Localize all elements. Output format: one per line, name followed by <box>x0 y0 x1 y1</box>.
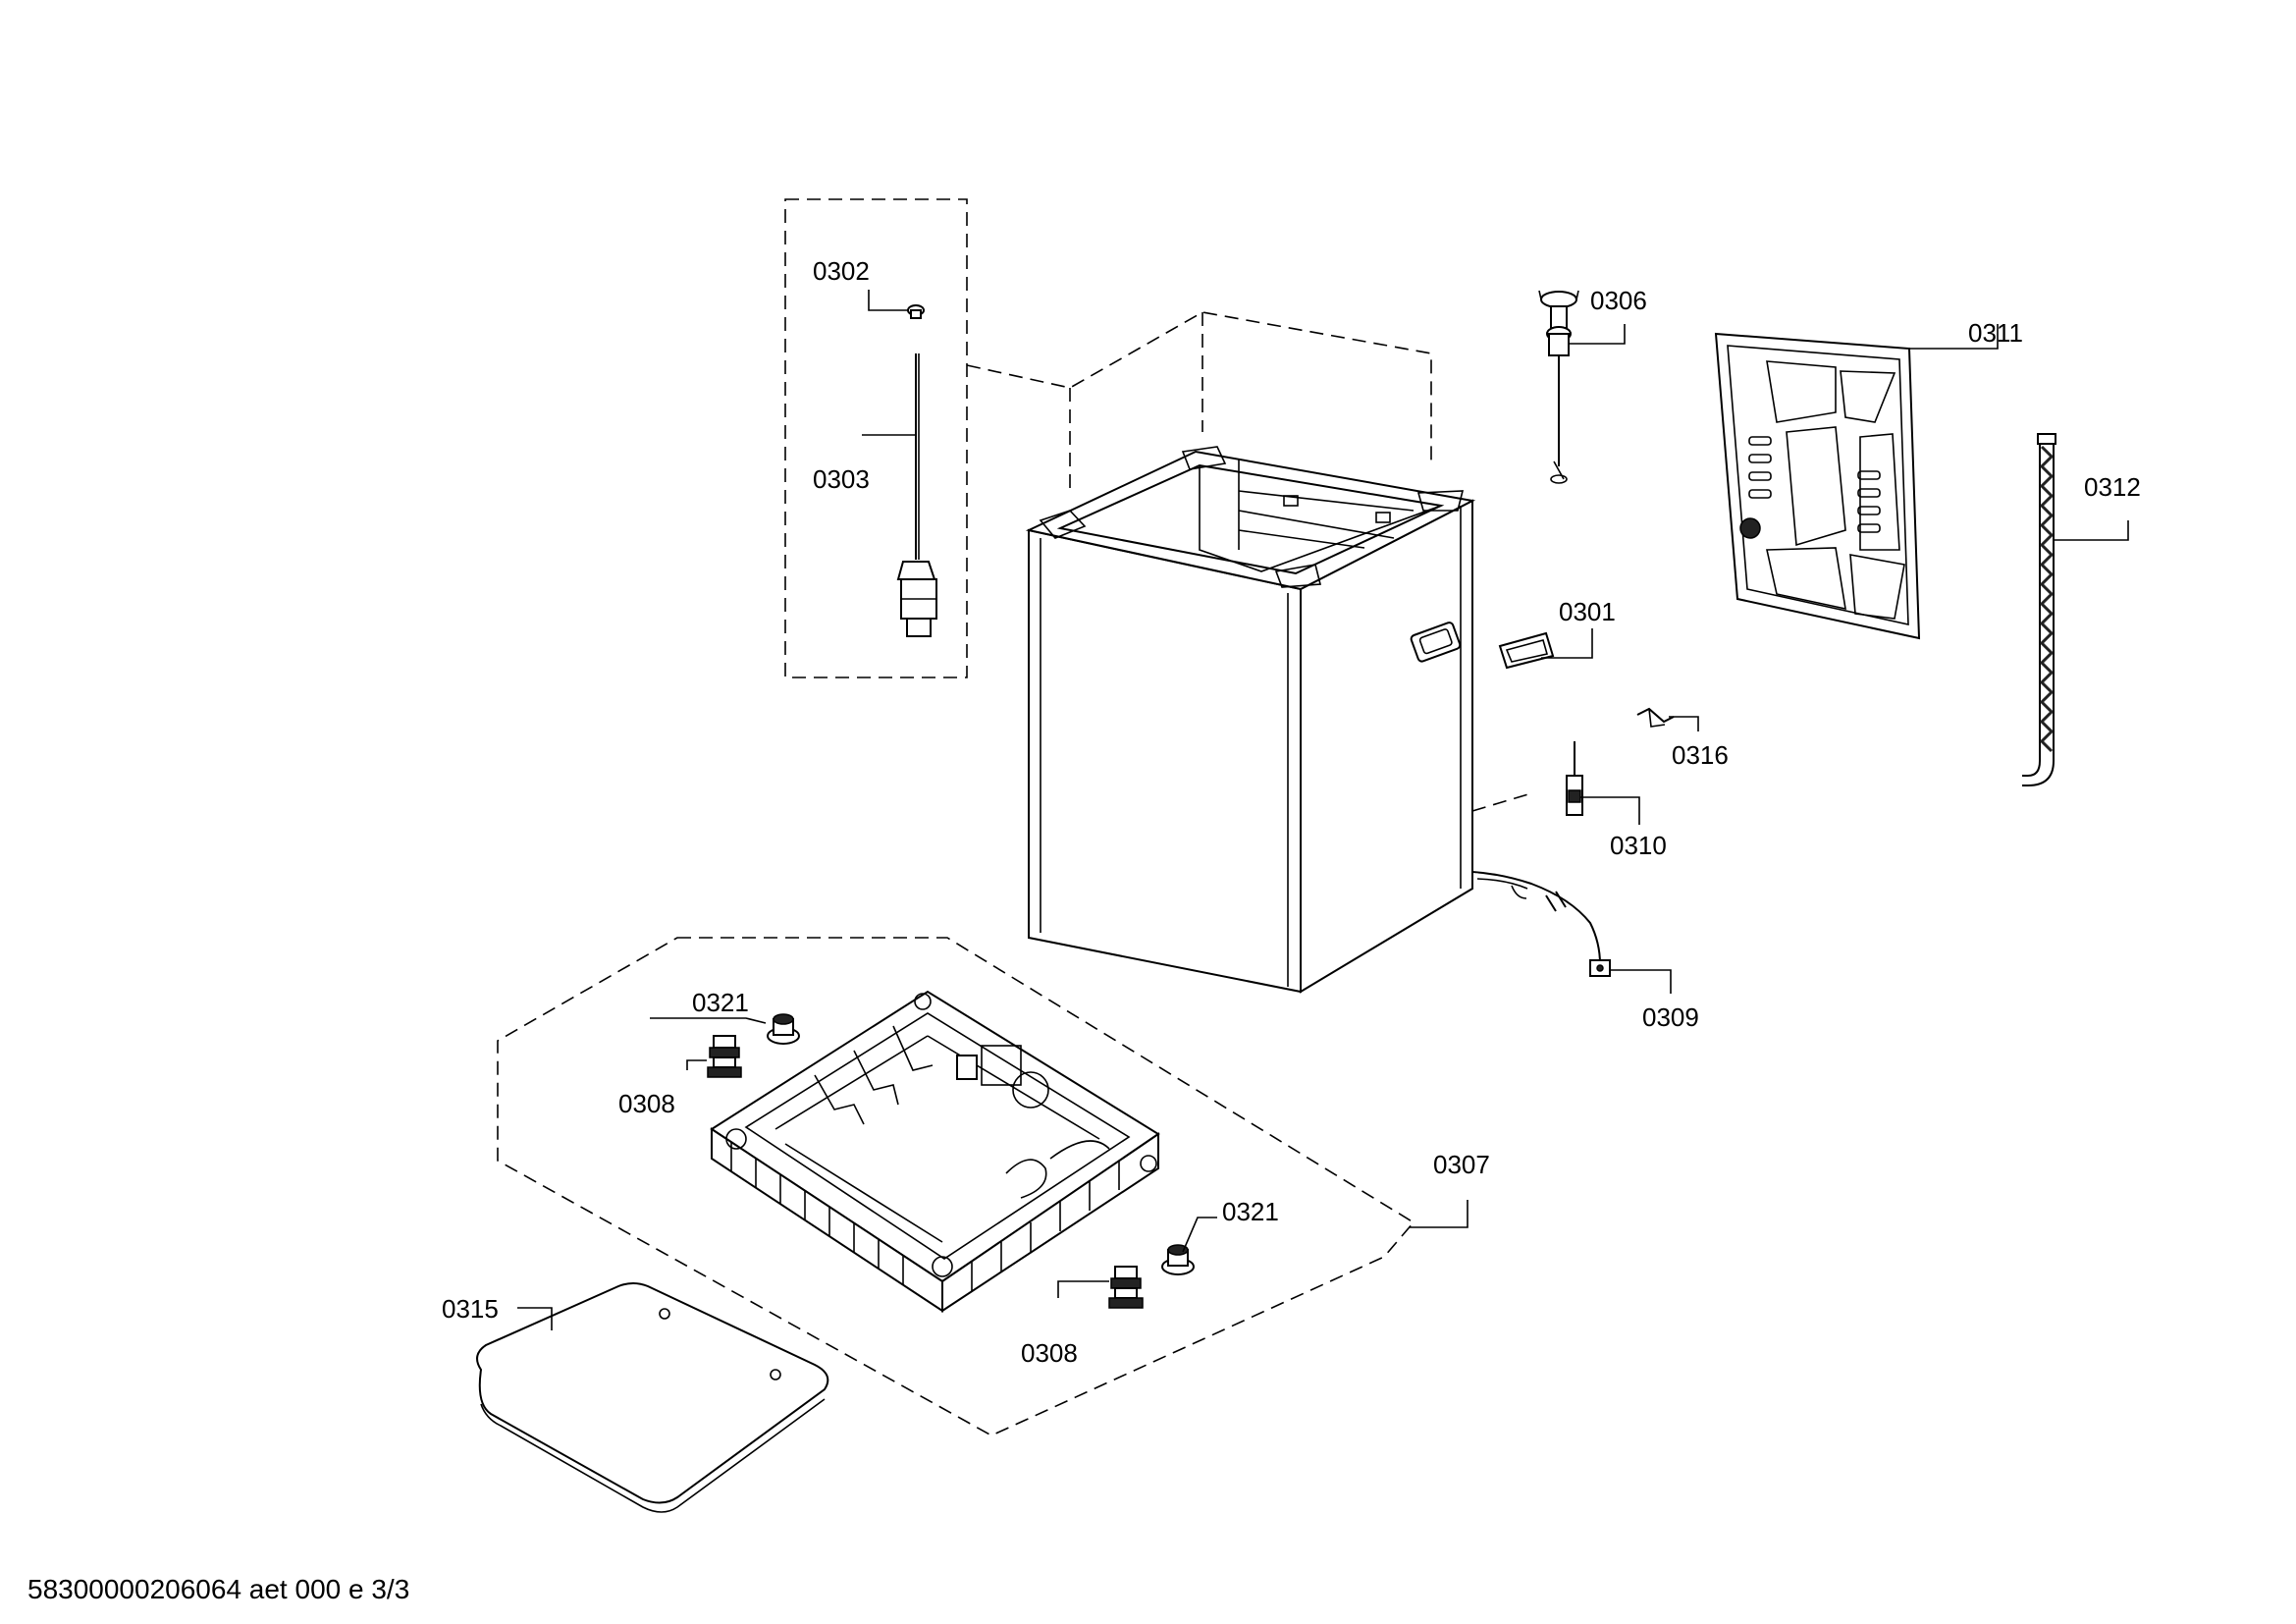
part-0310-sensor <box>1566 741 1583 816</box>
part-0302-nut <box>907 304 925 319</box>
base-side-ribs <box>730 1142 1120 1291</box>
group-0302-0303-box <box>784 198 968 678</box>
cabinet-housing <box>1025 446 1476 994</box>
part-0311-rear-panel <box>1714 332 1921 640</box>
callout-labels: 0302 0303 0306 0311 0312 0301 0316 0310 … <box>442 256 2141 1368</box>
vent-slots-right <box>1857 470 1881 533</box>
label-0302: 0302 <box>813 256 870 286</box>
part-0316-clip <box>1636 707 1675 728</box>
part-0309-power-cable <box>1471 871 1611 977</box>
label-0311: 0311 <box>1968 318 2023 348</box>
drawing-reference-number: 58300000206064 aet 000 e 3/3 <box>27 1574 409 1604</box>
label-0309: 0309 <box>1642 1002 1699 1032</box>
part-0308-foot-lower <box>1108 1266 1144 1309</box>
part-0321-cap-lower <box>1161 1244 1195 1275</box>
cabinet-top-dashed-box <box>966 311 1532 812</box>
label-0316: 0316 <box>1672 740 1729 770</box>
label-0321-lower: 0321 <box>1222 1197 1279 1226</box>
leader-lines <box>517 290 2129 1330</box>
part-0308-foot-upper <box>707 1035 742 1078</box>
label-0308-upper: 0308 <box>618 1089 675 1118</box>
part-0321-cap-upper <box>767 1013 800 1045</box>
label-0315: 0315 <box>442 1294 499 1324</box>
label-0306: 0306 <box>1590 286 1647 315</box>
label-0301: 0301 <box>1559 597 1616 626</box>
label-0312: 0312 <box>2084 472 2141 502</box>
label-0321-upper: 0321 <box>692 988 749 1017</box>
part-0315-base-pad <box>476 1282 829 1513</box>
base-frame <box>710 990 1160 1313</box>
label-0308-lower: 0308 <box>1021 1338 1078 1368</box>
label-0303: 0303 <box>813 464 870 494</box>
label-0310: 0310 <box>1610 831 1667 860</box>
part-0303-suspension-rod <box>896 353 937 637</box>
part-0306-float-valve <box>1538 290 1579 484</box>
part-0312-drain-hose <box>2022 433 2056 786</box>
part-0301-hook <box>1498 631 1555 670</box>
label-0307: 0307 <box>1433 1150 1490 1179</box>
vent-slots-left <box>1748 436 1772 499</box>
